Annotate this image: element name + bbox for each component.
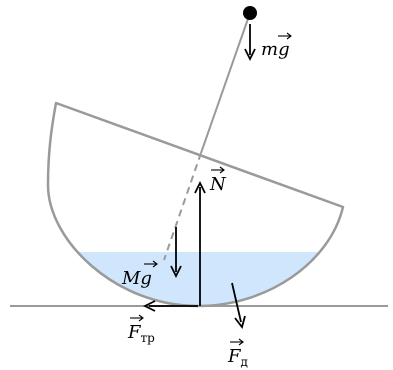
label-F-friction-sub: тр [141,331,156,345]
label-F-pressure-base: F [227,346,242,367]
ball [243,6,257,20]
pressure-force-arrow [231,282,246,329]
label-F-friction: Fтр [127,314,155,345]
friction-force-arrow [142,300,198,312]
rod [200,12,251,154]
rod-hidden-part [163,152,202,261]
svg-text:Fд: Fд [227,346,248,369]
label-F-pressure: Fд [227,338,248,369]
water [48,252,343,306]
gravity-arrow-ball [244,24,256,62]
label-Mg: Mg [121,260,158,289]
label-N: N [209,166,227,195]
bowl-outline [46,101,345,308]
gravity-arrow-bowl [170,227,182,279]
svg-text:Fтр: Fтр [127,322,155,345]
label-mg-text: mg [261,39,290,60]
label-F-pressure-sub: д [241,355,248,369]
normal-force-arrow [194,180,206,306]
label-F-friction-base: F [127,322,142,343]
label-mg: mg [261,32,292,60]
label-N-text: N [209,174,227,195]
label-Mg-text: Mg [121,268,152,289]
